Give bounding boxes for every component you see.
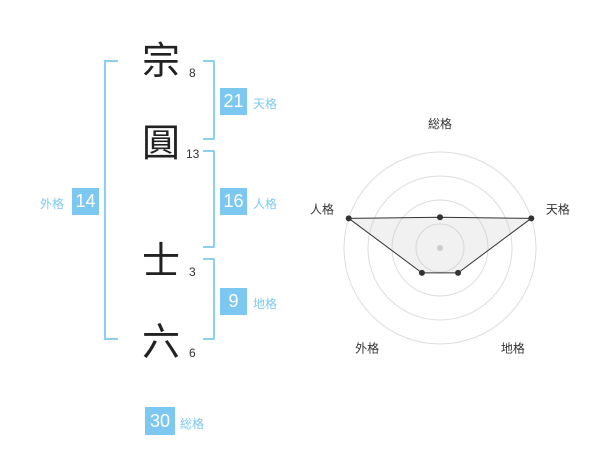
radar-axis-label-3: 外格 bbox=[355, 340, 379, 355]
jinkaku-bracket bbox=[203, 150, 215, 248]
radar-axis-label-4: 人格 bbox=[310, 202, 334, 217]
jinkaku-label: 人格 bbox=[253, 197, 278, 211]
radar-ring-1 bbox=[415, 223, 465, 273]
radar-points bbox=[345, 214, 535, 276]
radar-axis-label-1: 天格 bbox=[546, 202, 570, 217]
chikaku-bracket bbox=[203, 258, 215, 340]
radar-point-0 bbox=[437, 214, 443, 221]
name-char-2: 圓 bbox=[142, 121, 181, 165]
radar-axis-label-0: 総格 bbox=[428, 116, 452, 131]
chikaku-value: 9 bbox=[220, 288, 247, 315]
radar-ring-2 bbox=[391, 199, 489, 297]
radar-ring-4 bbox=[343, 151, 537, 345]
gaikaku-label: 外格 bbox=[40, 197, 65, 211]
tenkaku-bracket bbox=[203, 60, 215, 140]
stroke-count-3: 3 bbox=[189, 265, 196, 279]
soukaku-label: 総格 bbox=[180, 417, 205, 431]
name-char-3: 士 bbox=[142, 239, 181, 283]
chikaku-label: 地格 bbox=[253, 297, 278, 311]
soukaku-value: 30 bbox=[145, 407, 175, 435]
radar-ring-3 bbox=[367, 175, 513, 321]
stroke-count-4: 6 bbox=[189, 346, 196, 360]
radar-center-dot bbox=[437, 245, 443, 251]
radar-axis-label-2: 地格 bbox=[501, 340, 525, 355]
name-char-4: 六 bbox=[142, 320, 181, 364]
tenkaku-label: 天格 bbox=[253, 97, 278, 111]
gaikaku-bracket bbox=[104, 60, 118, 340]
gaikaku-value: 14 bbox=[72, 188, 99, 215]
stroke-count-1: 8 bbox=[189, 66, 196, 80]
tenkaku-value: 21 bbox=[220, 88, 247, 115]
radar-point-3 bbox=[418, 269, 425, 276]
radar-point-1 bbox=[528, 215, 535, 222]
radar-point-4 bbox=[345, 215, 352, 222]
stroke-count-2: 13 bbox=[186, 147, 200, 161]
name-char-1: 宗 bbox=[142, 39, 181, 83]
jinkaku-value: 16 bbox=[220, 188, 247, 215]
radar-rings bbox=[343, 151, 537, 345]
radar-point-2 bbox=[455, 269, 462, 276]
